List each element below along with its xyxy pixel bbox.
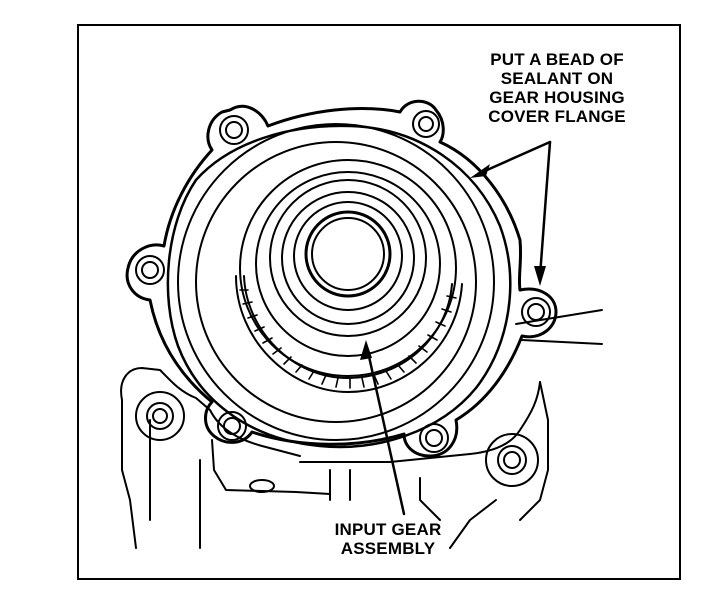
flange-bolt-hole-bottom-right: [419, 423, 449, 453]
input-gear-callout-line-1: INPUT GEAR: [334, 520, 442, 539]
arrowhead-input-gear: [360, 340, 372, 360]
input-gear-leader-line: [366, 350, 406, 516]
flange-bolt-hole-left: [135, 255, 165, 285]
flange-bolt-hole-top-left: [219, 115, 249, 145]
tool-handle: [515, 309, 603, 345]
bolt-boss-lower-right: [485, 433, 539, 487]
sealant-callout-line-4: COVER FLANGE: [488, 107, 626, 126]
cover-body: [177, 123, 495, 441]
sealant-callout: PUT A BEAD OF SEALANT ON GEAR HOUSING CO…: [446, 50, 668, 126]
sealant-callout-line-3: GEAR HOUSING: [489, 88, 625, 107]
bolt-boss-lower-left: [135, 391, 185, 441]
sealant-leader-lines: [476, 140, 552, 278]
input-gear-assembly: [235, 159, 463, 393]
flange-bolt-hole-bottom-left: [217, 411, 247, 441]
arrowhead-sealant-ear: [534, 266, 546, 286]
input-gear-callout: INPUT GEAR ASSEMBLY: [318, 520, 458, 558]
sealant-callout-line-2: SEALANT ON: [500, 69, 614, 88]
figure-frame: [77, 24, 681, 580]
arrowhead-sealant-flange: [470, 164, 490, 178]
sealant-callout-line-1: PUT A BEAD OF: [490, 50, 624, 69]
input-gear-callout-line-2: ASSEMBLY: [340, 539, 436, 558]
flange-bolt-hole-top-right: [412, 110, 440, 138]
gear-housing-cover-flange: [125, 99, 558, 458]
